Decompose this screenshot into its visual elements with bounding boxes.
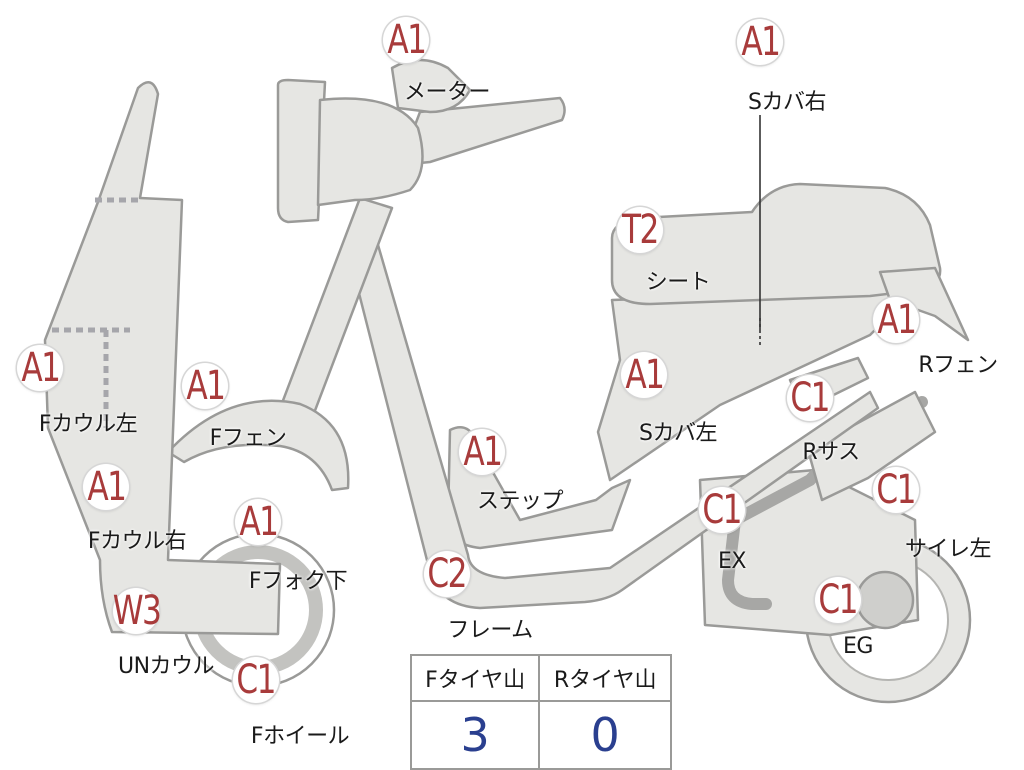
front-fender (166, 399, 350, 492)
part-label: サイレ左 (904, 537, 992, 562)
part-label: Fカウル左 (38, 412, 138, 437)
damage-code-badge: A1 (17, 345, 63, 391)
front-tread-header: Fタイヤ山 (409, 654, 541, 702)
damage-code-badge: A1 (182, 363, 228, 409)
tire-tread-table: Fタイヤ山 Rタイヤ山 3 0 (409, 654, 672, 770)
part-label: Sカバ右 (748, 90, 826, 115)
damage-code-badge: C1 (699, 487, 745, 533)
engine-hub (855, 570, 915, 630)
damage-code-badge: C1 (787, 375, 833, 421)
damage-code-badge: A1 (873, 297, 919, 343)
damage-code-badge: T2 (617, 207, 663, 253)
damage-code-badge: A1 (621, 352, 667, 398)
part-label: シート (645, 270, 711, 295)
part-label: Fフェン (209, 426, 287, 451)
damage-code-badge: C1 (233, 657, 279, 703)
part-label: フレーム (447, 618, 533, 643)
rear-tread-value: 0 (538, 700, 672, 770)
part-label: Rフェン (918, 353, 998, 378)
damage-code-badge: A1 (383, 17, 429, 63)
part-label: Fフォク下 (248, 569, 348, 594)
part-label: メーター (403, 80, 491, 105)
handle-cover (316, 97, 424, 207)
part-label: Rサス (802, 440, 860, 465)
damage-code-badge: A1 (235, 499, 281, 545)
exhaust-pipe (721, 396, 928, 610)
part-label: EX (718, 549, 746, 574)
part-label: EG (843, 634, 873, 659)
handle-bar (398, 96, 566, 167)
part-label: Sカバ左 (639, 421, 717, 446)
headlight (276, 78, 327, 224)
damage-code-badge: C1 (873, 467, 919, 513)
damage-code-badge: A1 (83, 464, 129, 510)
part-label: Fホイール (250, 724, 350, 749)
damage-code-badge: W3 (112, 588, 161, 634)
cowl-seam-mid (52, 327, 130, 428)
muffler (806, 390, 937, 502)
part-label: ステップ (476, 489, 564, 514)
damage-code-badge: C1 (815, 577, 861, 623)
front-tread-value: 3 (409, 700, 541, 770)
part-label: Fカウル右 (87, 529, 187, 554)
rear-tread-header: Rタイヤ山 (538, 654, 672, 702)
damage-code-badge: A1 (459, 429, 505, 475)
rear-tail (878, 266, 970, 342)
part-label: UNカウル (117, 654, 215, 679)
damage-code-badge: C2 (424, 551, 470, 597)
damage-code-badge: A1 (737, 19, 783, 65)
